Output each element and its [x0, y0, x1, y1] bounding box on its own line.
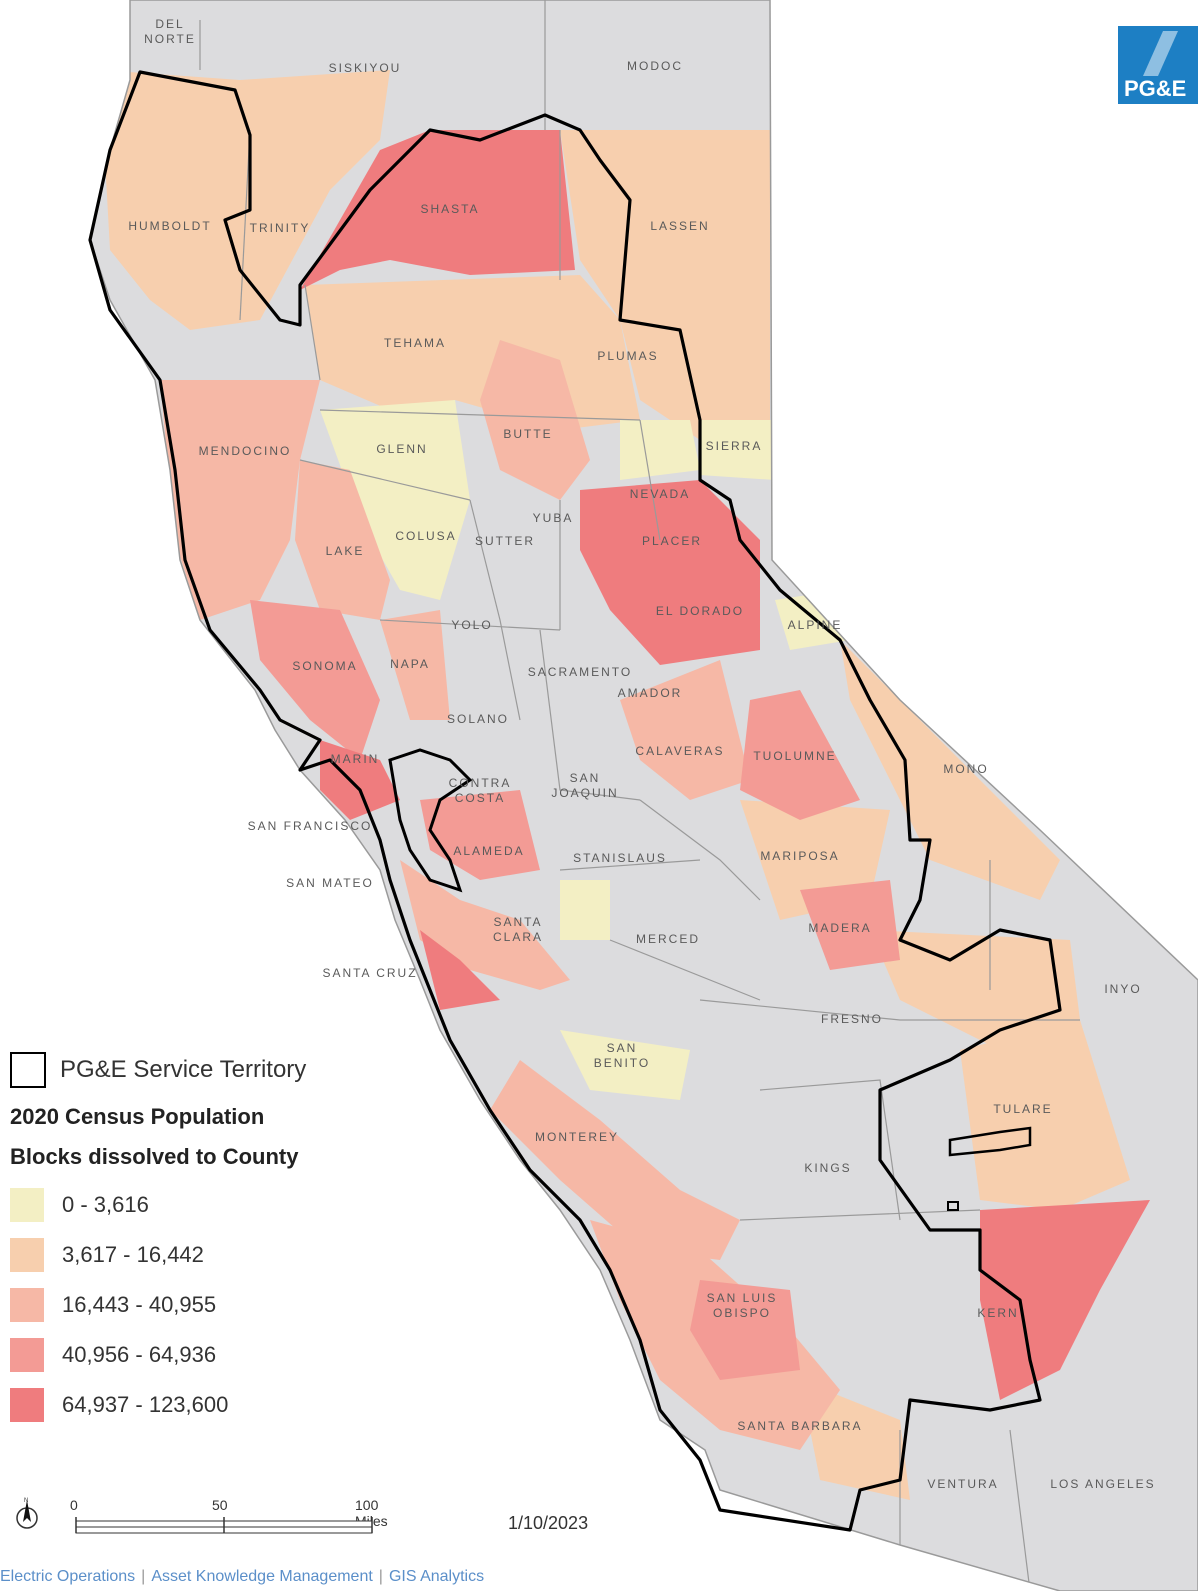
county-label-kings: KINGS — [804, 1161, 851, 1175]
county-label-el-dorado: EL DORADO — [656, 604, 744, 618]
county-label-solano: SOLANO — [447, 712, 509, 726]
legend-swatch — [10, 1288, 44, 1322]
legend-classes: 0 - 3,616 3,617 - 16,442 16,443 - 40,955 40… — [10, 1180, 410, 1430]
legend-class-label: 16,443 - 40,955 — [62, 1292, 217, 1317]
footer-item-asset-knowledge: Asset Knowledge Management — [151, 1568, 373, 1585]
county-label-santa-cruz: SANTA CRUZ — [322, 966, 417, 980]
county-label-san-mateo: SAN MATEO — [286, 876, 374, 890]
county-label-trinity: TRINITY — [250, 221, 311, 235]
county-label-nevada: NEVADA — [630, 487, 690, 501]
county-label-yuba: YUBA — [533, 511, 574, 525]
county-label-alameda: ALAMEDA — [453, 844, 524, 858]
county-label-santa-barbara: SANTA BARBARA — [737, 1419, 862, 1433]
service-territory-outline — [88, 70, 1062, 1532]
county-label-amador: AMADOR — [618, 686, 683, 700]
county-label-siskiyou: SISKIYOU — [329, 61, 402, 75]
svg-text:N: N — [24, 1498, 28, 1504]
footer-item-gis-analytics: GIS Analytics — [388, 1568, 485, 1585]
legend-class-row: 3,617 - 16,442 — [10, 1230, 410, 1280]
county-label-san-francisco: SAN FRANCISCO — [248, 819, 373, 833]
county-label-mariposa: MARIPOSA — [760, 849, 839, 863]
county-label-colusa: COLUSA — [395, 529, 456, 543]
legend-swatch — [10, 1338, 44, 1372]
north-arrow-icon: N — [16, 1498, 38, 1529]
county-label-tehama: TEHAMA — [384, 336, 446, 350]
pge-logo: PG&E — [1118, 26, 1198, 104]
footer-item-electric-operations: Electric Operations — [0, 1568, 136, 1585]
county-label-mendocino: MENDOCINO — [199, 444, 292, 458]
county-label-alpine: ALPINE — [788, 618, 843, 632]
county-label-tulare: TULARE — [993, 1102, 1052, 1116]
footer-credits: Electric Operations|Asset Knowledge Mana… — [0, 1568, 485, 1585]
scale-tick-50: 50 — [212, 1497, 228, 1513]
county-label-calaveras: CALAVERAS — [635, 744, 724, 758]
county-label-los-angeles: LOS ANGELES — [1050, 1477, 1155, 1491]
logo-tower-shape — [1143, 31, 1178, 76]
county-label-lake: LAKE — [326, 544, 365, 558]
legend-class-label: 0 - 3,616 — [62, 1192, 149, 1217]
county-label-mono: MONO — [943, 762, 988, 776]
county-label-tuolumne: TUOLUMNE — [753, 749, 836, 763]
county-label-fresno: FRESNO — [821, 1012, 883, 1026]
territory-swatch — [10, 1052, 46, 1088]
county-label-sierra: SIERRA — [706, 439, 763, 453]
county-label-inyo: INYO — [1104, 982, 1141, 996]
county-label-stanislaus: STANISLAUS — [573, 851, 667, 865]
county-label-plumas: PLUMAS — [597, 349, 658, 363]
county-boundaries — [199, 0, 1080, 1591]
county-label-humboldt: HUMBOLDT — [128, 219, 211, 233]
county-label-sonoma: SONOMA — [292, 659, 357, 673]
legend-class-label: 64,937 - 123,600 — [62, 1392, 229, 1417]
legend-swatch — [10, 1238, 44, 1272]
map-date: 1/10/2023 — [508, 1513, 589, 1533]
county-label-modoc: MODOC — [627, 59, 683, 73]
legend-swatch — [10, 1188, 44, 1222]
legend-class-row: 0 - 3,616 — [10, 1180, 410, 1230]
kern-territory-island — [947, 1201, 959, 1211]
county-label-sacramento: SACRAMENTO — [528, 665, 632, 679]
tulare-territory-island — [948, 1126, 1032, 1157]
legend-class-label: 3,617 - 16,442 — [62, 1242, 204, 1267]
scale-bar-graphic — [75, 1517, 373, 1534]
legend-swatch — [10, 1388, 44, 1422]
county-label-butte: BUTTE — [503, 427, 552, 441]
territory-legend-row: PG&E Service Territory — [10, 1048, 410, 1092]
logo-text: PG&E — [1124, 76, 1186, 101]
legend-class-row: 64,937 - 123,600 — [10, 1380, 410, 1430]
legend-class-label: 40,956 - 64,936 — [62, 1342, 217, 1367]
county-label-shasta: SHASTA — [420, 202, 479, 216]
county-label-sutter: SUTTER — [475, 534, 535, 548]
territory-label: PG&E Service Territory — [60, 1056, 307, 1083]
legend-heading-line1: 2020 Census Population — [10, 1104, 265, 1129]
legend-class-row: 40,956 - 64,936 — [10, 1330, 410, 1380]
county-label-placer: PLACER — [642, 534, 702, 548]
county-label-merced: MERCED — [636, 932, 700, 946]
pge-logo-mark: PG&E — [1118, 26, 1198, 104]
population-zones — [100, 70, 1150, 1500]
county-label-marin: MARIN — [331, 752, 380, 766]
legend-heading-line2: Blocks dissolved to County — [10, 1144, 299, 1169]
scale-bar: 0 50 100 Miles — [70, 1497, 410, 1542]
legend-class-row: 16,443 - 40,955 — [10, 1280, 410, 1330]
county-label-napa: NAPA — [390, 657, 430, 671]
county-label-lassen: LASSEN — [650, 219, 709, 233]
county-label-kern: KERN — [977, 1306, 1018, 1320]
map-legend: PG&E Service Territory 2020 Census Popul… — [10, 1048, 410, 1430]
scale-tick-0: 0 — [70, 1497, 78, 1513]
bay-area-territory-detail — [388, 748, 473, 893]
county-label-ventura: VENTURA — [927, 1477, 998, 1491]
county-label-yolo: YOLO — [451, 618, 492, 632]
county-label-glenn: GLENN — [376, 442, 427, 456]
county-label-madera: MADERA — [808, 921, 871, 935]
county-label-monterey: MONTEREY — [535, 1130, 619, 1144]
